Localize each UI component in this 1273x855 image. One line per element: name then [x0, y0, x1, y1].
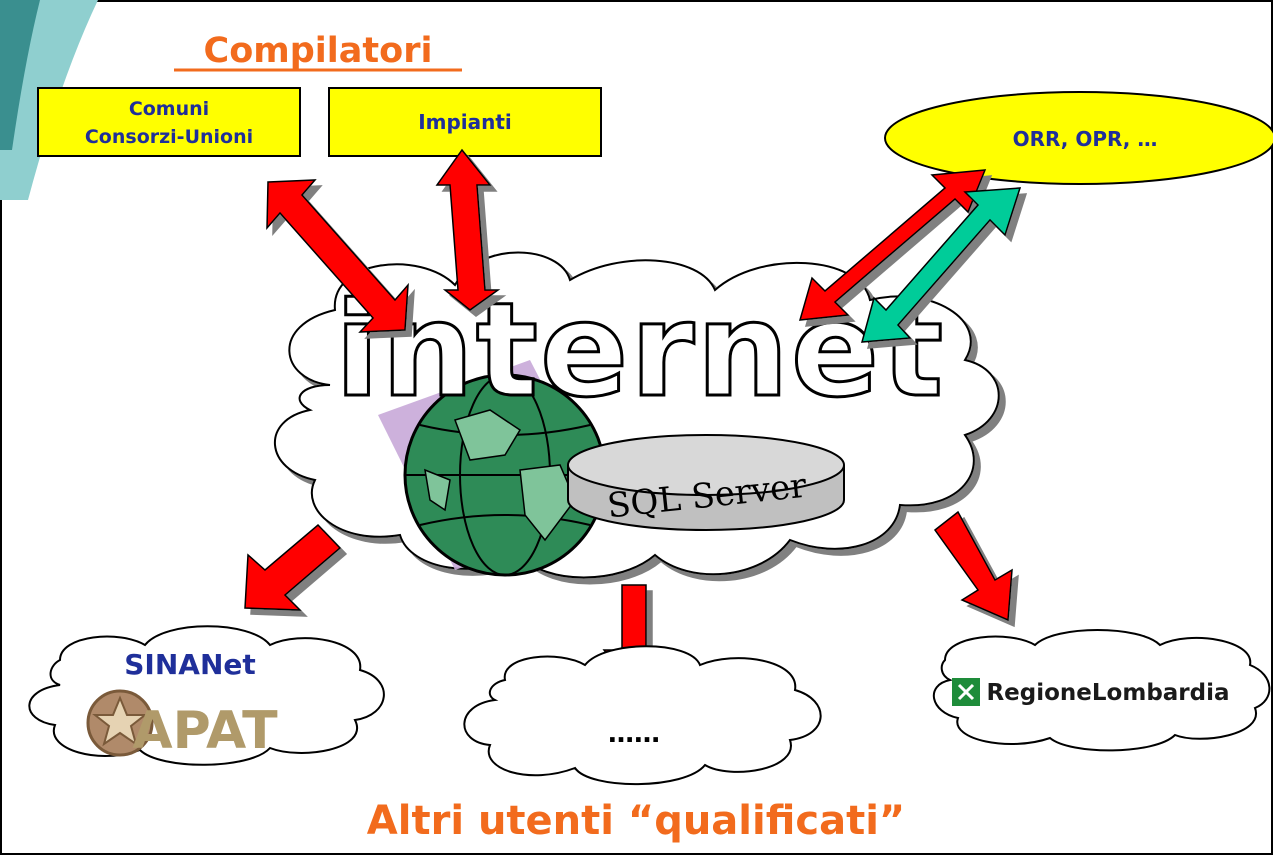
arrow-orr-internet	[798, 169, 987, 321]
comuni-label-line1: Comuni	[129, 98, 209, 120]
footer-caption: Altri utenti “qualificati”	[367, 798, 905, 844]
sinanet-label: SINANet	[124, 648, 256, 681]
arrow-impianti-internet	[435, 148, 501, 311]
database-icon	[567, 434, 845, 531]
corner-decoration-dark	[0, 0, 40, 150]
comuni-label-line2: Consorzi-Unioni	[85, 126, 253, 148]
regione-logo-icon	[952, 678, 980, 706]
regione-label: RegioneLombardia	[986, 680, 1229, 706]
arrow-internet-orr-green	[860, 187, 1022, 343]
arrow-comuni-internet	[266, 179, 409, 333]
comuni-box	[37, 87, 301, 157]
impianti-label: Impianti	[418, 110, 512, 134]
arrow-to-sinanet	[244, 523, 342, 611]
arrow-to-regione	[933, 510, 1013, 622]
regione-cloud	[932, 629, 1271, 752]
ellipsis-label: ……	[608, 719, 660, 749]
emblem-icon	[86, 689, 154, 757]
title: Compilatori	[204, 31, 433, 71]
others-cloud	[463, 645, 822, 786]
apat-logo-text: APAT	[132, 701, 278, 761]
globe-icon	[403, 373, 607, 577]
orr-ellipse	[884, 91, 1273, 185]
orr-label: ORR, OPR, …	[1013, 127, 1158, 151]
internet-label: internet	[335, 274, 945, 426]
